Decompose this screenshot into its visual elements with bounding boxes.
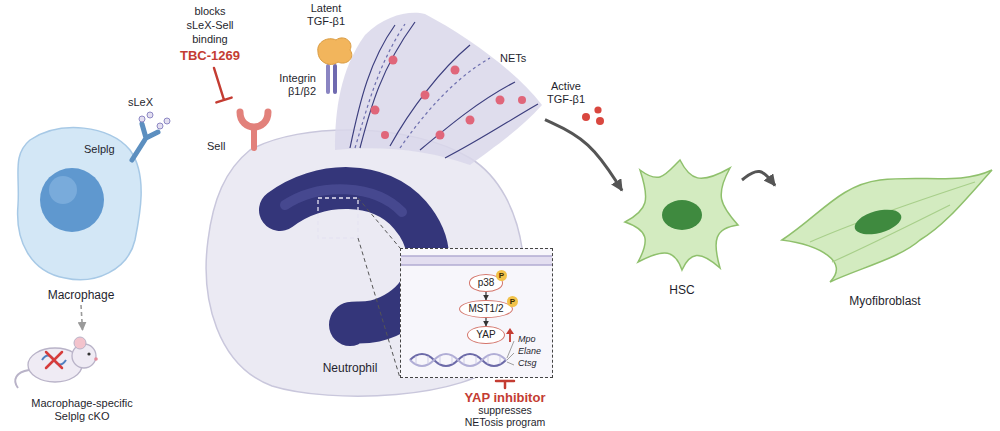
dna-helix [410, 354, 506, 366]
net-strand [420, 82, 515, 150]
activation-arrow [485, 318, 486, 326]
node-label: MST1/2 [468, 303, 503, 315]
phospho-badge: P [507, 296, 518, 307]
net-strand [445, 104, 538, 158]
membrane-leaflets [401, 256, 552, 265]
net-bead [389, 56, 398, 65]
knockout-cross [46, 352, 62, 368]
myofibroblast-cell [782, 170, 992, 282]
node-label: Macrophage [21, 288, 141, 302]
macrophage-cell: Macrophage [15, 130, 147, 305]
signaling-inset: MpoElaneCtsg p38MST1/2YAP [400, 248, 553, 378]
net-bead [466, 116, 475, 125]
mouse-nose [94, 357, 98, 361]
hsc-cell [625, 160, 738, 270]
receptor-label: Sell [207, 140, 225, 153]
node-label: Neutrophil [305, 361, 395, 375]
dna-rungs [416, 356, 500, 364]
macrophage-nucleus [40, 168, 104, 232]
node-label: Macrophage-specific Selplg cKO [21, 397, 143, 423]
node-label: p38 [478, 277, 495, 289]
hsc-cell: HSC [622, 150, 742, 300]
annotation-text: blocks sLeX-Sell binding [179, 4, 241, 46]
selplg-receptor [132, 124, 158, 160]
stress-fibers [810, 182, 975, 262]
net-bead [436, 131, 445, 140]
cell-membrane [401, 256, 552, 265]
upregulation-head [506, 328, 514, 334]
mouse-tail [15, 370, 29, 388]
net-bead [496, 96, 505, 105]
structure-label: NETs [500, 52, 526, 65]
zoom-frame [318, 198, 358, 238]
gene-name: Mpo [518, 334, 536, 345]
inset-ground [400, 248, 553, 378]
knockout-mouse: Macrophage-specific Selplg cKO [5, 330, 160, 427]
net-web [335, 13, 542, 165]
active-tgf-dot [594, 106, 601, 113]
ligand-label: sLeX [128, 96, 153, 109]
macrophage-membrane [18, 128, 142, 280]
gene-name: Elane [518, 346, 541, 357]
integrin-beta1 [326, 64, 330, 94]
net-bead [518, 96, 526, 104]
latent-tgf-complex [318, 38, 352, 64]
net-bead [451, 66, 460, 75]
active-tgf-dot [596, 117, 604, 125]
net-proteins [371, 56, 527, 140]
myofibroblast-cell: Myofibroblast [775, 160, 995, 310]
net-dna-strands [350, 22, 538, 158]
net-strand [390, 45, 470, 146]
node-label: YAP [476, 329, 495, 341]
flow-arrow [81, 305, 83, 330]
net-strand [350, 25, 395, 148]
net-bead [371, 106, 380, 115]
upregulation-arrow [509, 333, 511, 342]
phospho-badge: P [496, 270, 507, 281]
flow-arrow [545, 120, 622, 191]
slex-glycan [139, 116, 145, 122]
hsc-nucleus [662, 200, 702, 230]
inhibition-bar [214, 68, 232, 102]
kinase-oval: MST1/2 [459, 300, 512, 318]
slex-glycan [147, 112, 153, 118]
integrin-beta2 [333, 64, 337, 94]
inhibitor-name: TBC-1269 [165, 48, 255, 64]
node-label: HSC [642, 283, 722, 297]
mouse-ear [74, 337, 86, 349]
slex-glycan [164, 118, 170, 124]
receptor-label: Integrin β1/β2 [262, 72, 316, 98]
activation-arrow [485, 292, 486, 300]
effector-oval: YAP [467, 326, 504, 344]
inhibition-bar [496, 381, 514, 388]
nucleus-highlight [49, 176, 77, 204]
inhibitor-name: YAP inhibitor [450, 390, 560, 406]
net-strand [360, 22, 415, 148]
net-bead [421, 91, 430, 100]
receptor-label: Selplg [84, 143, 115, 156]
sell-stem [251, 130, 257, 148]
nucleus-sheen [285, 189, 402, 212]
gene-leader [507, 341, 514, 365]
net-bead [381, 131, 389, 139]
dna-helix [410, 354, 506, 366]
zoom-leader [358, 198, 400, 378]
ligand-label: Active TGF-β1 [537, 80, 595, 106]
net-strand [400, 58, 490, 148]
gene-name: Ctsg [518, 358, 537, 369]
annotation-text: suppresses NETosis program [459, 404, 551, 428]
mouse-eye [87, 352, 90, 355]
myofibroblast-nucleus [852, 205, 904, 239]
flow-arrow [742, 171, 775, 185]
slex-glycan [157, 123, 163, 129]
sell-receptor [240, 112, 268, 127]
active-tgf-dot [582, 113, 590, 121]
node-label: Myofibroblast [820, 294, 950, 308]
ligand-label: Latent TGF-β1 [300, 2, 352, 28]
net-strand [355, 24, 405, 148]
